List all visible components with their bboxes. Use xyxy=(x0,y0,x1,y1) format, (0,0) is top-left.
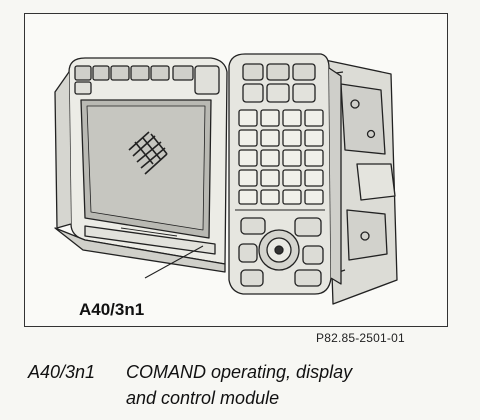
numeric-keypad xyxy=(238,109,324,205)
caption-code: A40/3n1 xyxy=(28,362,96,382)
rear-housing xyxy=(324,59,398,305)
illustration-frame: A40/3n1 xyxy=(24,13,448,327)
control-panel xyxy=(228,53,342,295)
comand-module-drawing xyxy=(54,53,398,305)
screen-grille xyxy=(128,131,168,175)
caption-description-line2: and control module xyxy=(126,388,280,408)
control-top-keys xyxy=(242,63,316,103)
display-unit xyxy=(54,57,228,273)
caption-description-line1: COMAND operating, display xyxy=(126,362,353,382)
component-label: A40/3n1 xyxy=(79,300,145,319)
figure-reference: P82.85-2501-01 xyxy=(316,331,405,345)
lower-control-keys xyxy=(238,217,324,287)
display-top-buttons xyxy=(74,65,220,95)
label-leader-line xyxy=(144,245,204,279)
